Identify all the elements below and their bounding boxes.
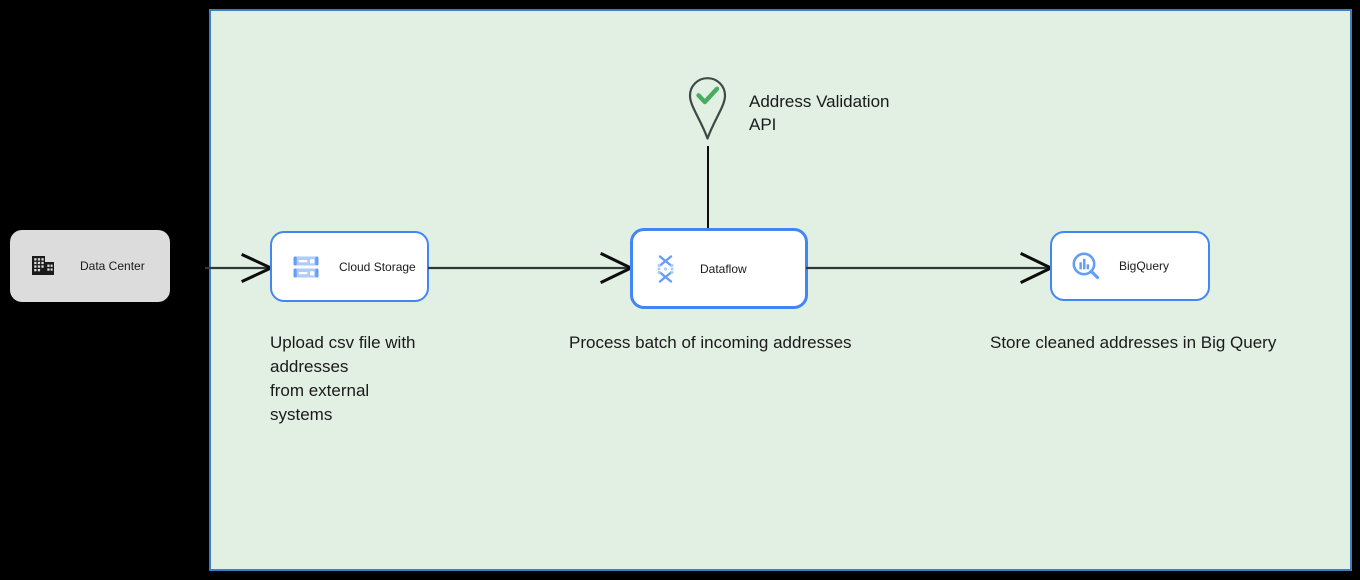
edge-dataflow-to-bigquery (806, 248, 1055, 288)
data-center-building-icon (28, 251, 58, 281)
edge-datacenter-to-cloud-storage (205, 248, 275, 288)
node-address-validation-api[interactable]: Address Validation API (684, 75, 890, 143)
edge-address-validation-to-dataflow (707, 146, 710, 228)
node-cloud-storage[interactable]: Cloud Storage (270, 231, 429, 302)
cloud-storage-icon (289, 250, 323, 284)
node-label: Address Validation API (749, 92, 890, 134)
dataflow-icon (650, 252, 684, 286)
node-dataflow[interactable]: Dataflow (630, 228, 808, 309)
map-pin-check-icon (684, 75, 732, 143)
node-label: BigQuery (1119, 259, 1170, 273)
caption-bigquery: Store cleaned addresses in Big Query (990, 333, 1277, 352)
edge-cloud-storage-to-dataflow (428, 248, 635, 288)
node-bigquery[interactable]: BigQuery (1050, 231, 1210, 301)
node-label: Dataflow (700, 261, 747, 276)
node-label: Data Center (80, 259, 145, 273)
bigquery-magnifier-icon (1069, 249, 1103, 283)
caption-cloud-storage: Upload csv file with addresses from exte… (270, 333, 416, 424)
caption-dataflow: Process batch of incoming addresses (569, 333, 852, 352)
node-label: Cloud Storage (339, 259, 416, 274)
node-data-center[interactable]: Data Center (10, 230, 170, 302)
